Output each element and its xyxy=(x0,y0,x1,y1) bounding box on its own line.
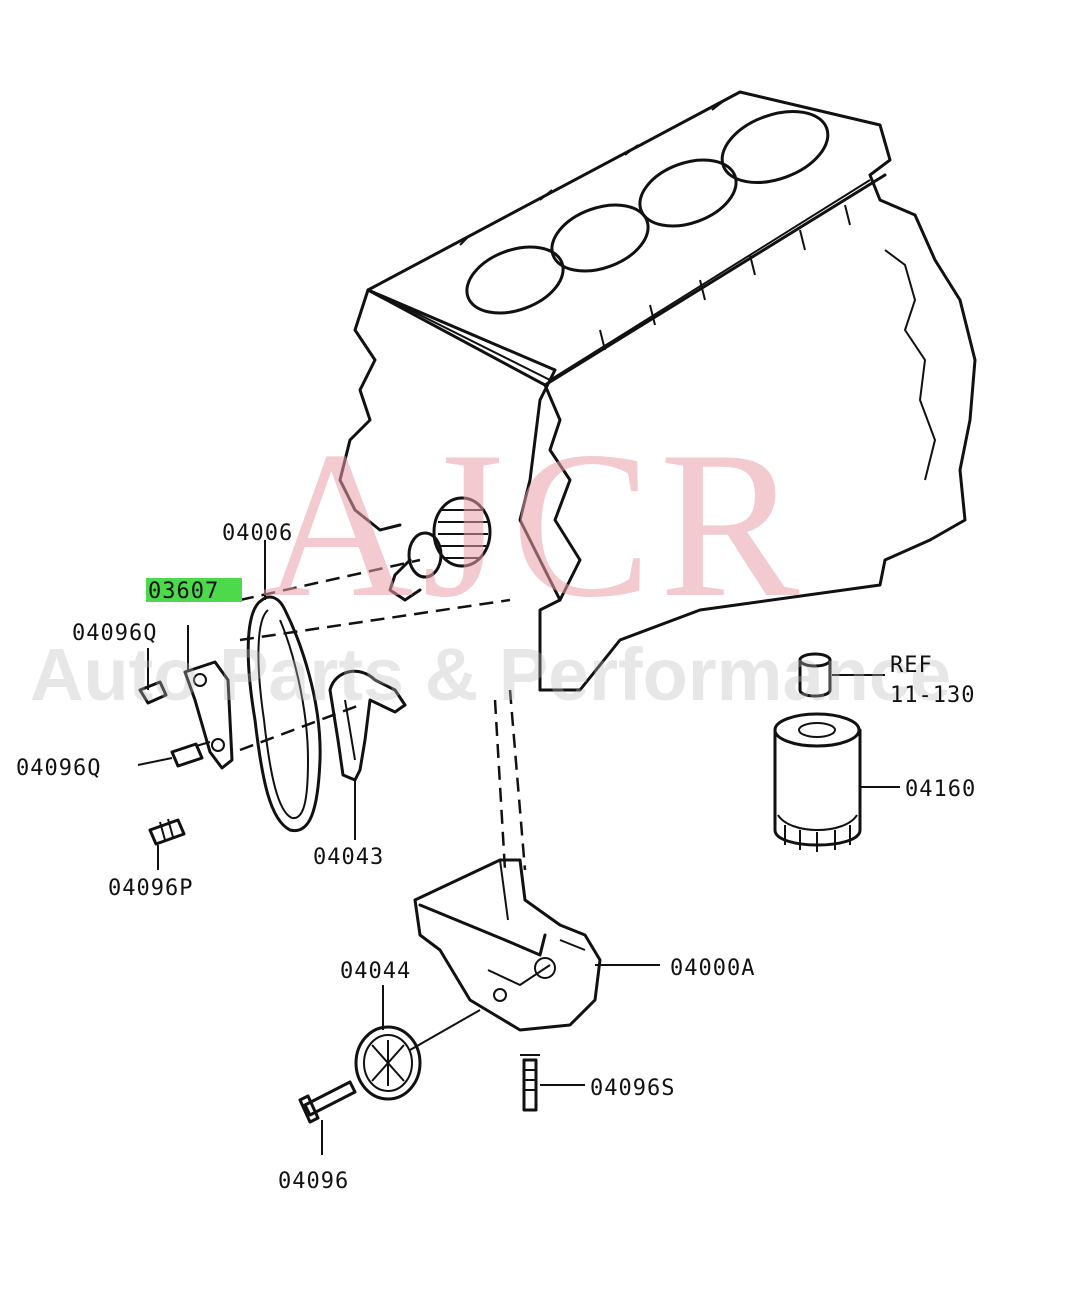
label-04096q-bottom[interactable]: 04096Q xyxy=(16,756,101,781)
bolt-04096 xyxy=(298,1080,357,1124)
watermark-tagline: Auto Parts & Performance xyxy=(30,633,951,716)
chain-guide xyxy=(183,660,234,770)
pump-sprocket xyxy=(354,1009,481,1101)
label-04000a[interactable]: 04000A xyxy=(670,956,755,981)
label-04096s[interactable]: 04096S xyxy=(590,1076,675,1101)
oil-filter xyxy=(773,712,862,852)
dowel-pin xyxy=(798,652,832,698)
crank-sprocket xyxy=(388,496,492,602)
label-04043[interactable]: 04043 xyxy=(313,845,384,870)
bolt-04096p xyxy=(148,818,186,846)
timing-chain xyxy=(246,595,322,833)
label-04044[interactable]: 04044 xyxy=(340,959,411,984)
assembly-lines xyxy=(239,558,527,871)
label-04096q-top[interactable]: 04096Q xyxy=(72,621,157,646)
label-04096[interactable]: 04096 xyxy=(278,1169,349,1194)
label-ref-page[interactable]: 11-130 xyxy=(890,683,975,708)
engine-block xyxy=(338,90,977,692)
bolt-04096q-top xyxy=(138,680,168,705)
leader-lines xyxy=(137,540,900,1155)
label-04160[interactable]: 04160 xyxy=(905,777,976,802)
bolt-04096q-bottom xyxy=(170,741,211,768)
oil-pump xyxy=(413,858,602,1032)
label-03607[interactable]: 03607 xyxy=(148,579,219,604)
label-04096p[interactable]: 04096P xyxy=(108,876,193,901)
bolt-04096s xyxy=(520,1054,540,1112)
label-04006[interactable]: 04006 xyxy=(222,521,293,546)
highlight-03607 xyxy=(146,578,242,602)
watermark-brand: AJCR xyxy=(262,409,808,641)
label-ref[interactable]: REF xyxy=(890,653,933,678)
